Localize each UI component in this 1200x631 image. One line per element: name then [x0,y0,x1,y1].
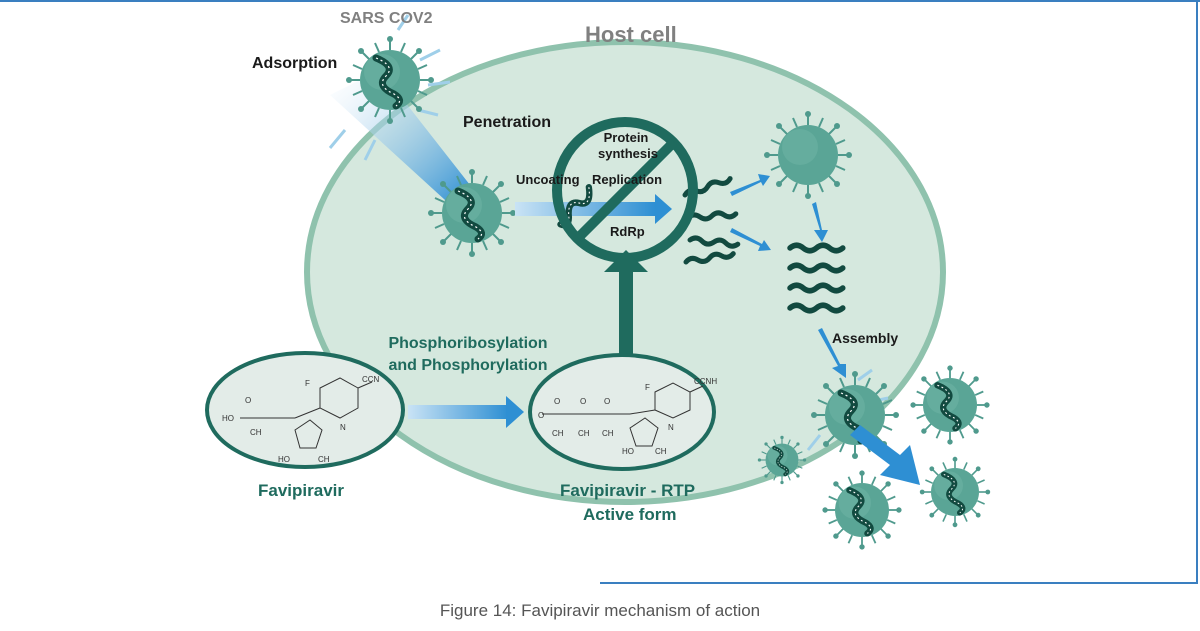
adsorption-label: Adsorption [252,55,338,72]
release-arrow [850,425,920,485]
virus-released-2 [757,435,807,485]
svg-text:O: O [245,396,251,405]
phosphorylation-arrow-shaft [408,405,508,419]
frame-right-line [1196,0,1198,584]
rdrp-label: RdRp [610,224,645,239]
favipiravir-rtp-label: Favipiravir - RTP [560,481,696,500]
svg-text:N: N [340,423,346,432]
favipiravir-structure [240,377,373,449]
svg-text:O: O [580,397,586,406]
penetration-label: Penetration [463,114,552,131]
virus-released-4 [918,455,992,529]
virus-released-1 [909,364,991,446]
replication-arrow-head [655,194,672,224]
uncoating-label: Uncoating [516,172,580,187]
virus-released-3 [821,469,903,551]
svg-text:CCN: CCN [362,375,380,384]
active-form-label: Active form [583,505,677,524]
svg-text:O: O [604,397,610,406]
svg-text:F: F [305,379,310,388]
flow-arrows [730,174,846,378]
favipiravir-label: Favipiravir [258,481,344,500]
inhibition-arrow-shaft [619,270,633,355]
virus-new [763,110,853,200]
host-cell-label: Host cell [585,22,677,47]
svg-text:CH: CH [602,429,614,438]
svg-text:O: O [554,397,560,406]
structure-atom-labels: HO O CH F CCN N HO CH O O O O CH CH CH F CCNH N HO CH [222,375,717,464]
svg-text:HO: HO [222,414,234,423]
entry-beam [330,70,470,200]
replication-arrow-shaft [515,202,655,216]
virus-label: SARS COV2 [340,10,433,27]
inhibition-arrow-head [604,250,648,272]
svg-text:CCNH: CCNH [694,377,717,386]
assembly-label: Assembly [832,330,899,346]
active-form-structure-ellipse [528,353,716,471]
frame-top-line [0,0,1200,2]
favipiravir-structure-ellipse [205,351,405,469]
svg-text:N: N [668,423,674,432]
virus-penetrating [427,168,517,258]
svg-text:CH: CH [655,447,667,456]
inhibition-slash [574,138,678,242]
svg-text:HO: HO [622,447,634,456]
protein-synthesis-label: Protein synthesis [598,130,658,161]
active-form-structure [542,382,704,447]
svg-text:CH: CH [250,428,262,437]
svg-text:F: F [645,383,650,392]
phosphorylation-label: Phosphoribosylation and Phosphorylation [388,335,548,374]
svg-text:CH: CH [552,429,564,438]
phosphorylation-arrow-head [506,396,524,428]
figure-caption: Figure 14: Favipiravir mechanism of acti… [439,601,761,620]
frame-bottom-line [600,582,1198,584]
replication-label: Replication [592,172,663,187]
svg-text:O: O [538,411,544,420]
svg-text:CH: CH [578,429,590,438]
svg-text:HO: HO [278,455,290,464]
virus-incoming [345,35,435,125]
svg-text:CH: CH [318,455,330,464]
